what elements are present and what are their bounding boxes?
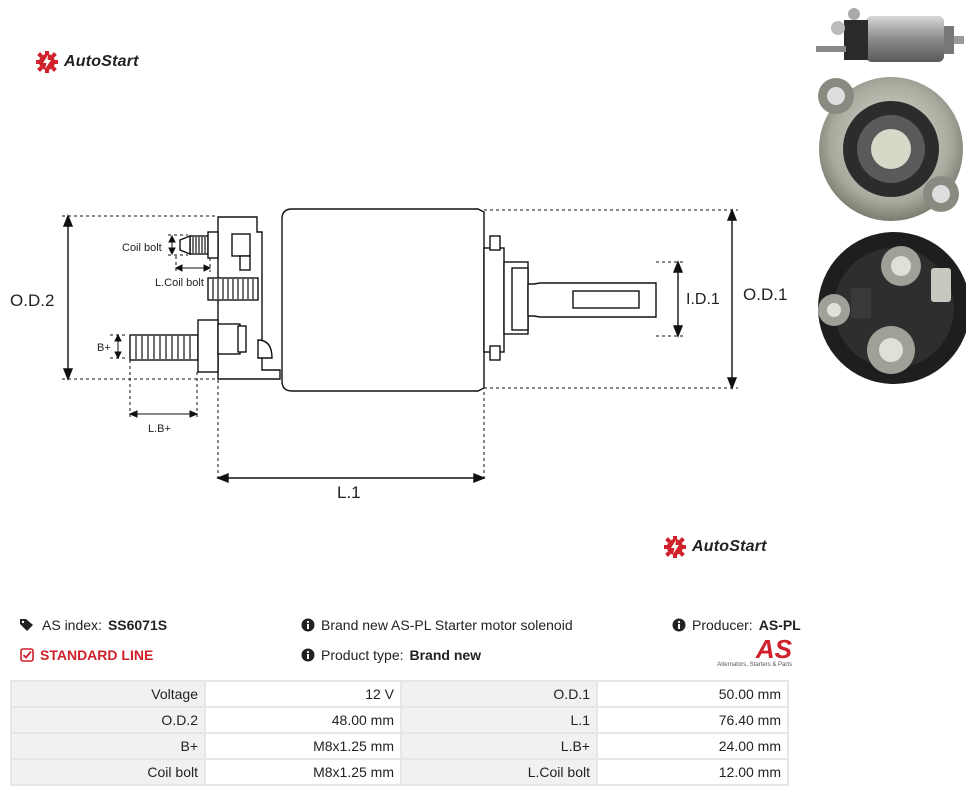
label-od2: O.D.2 — [10, 291, 54, 310]
product-photo-front — [818, 77, 963, 221]
spec-value: M8x1.25 mm — [204, 758, 402, 786]
producer-label: Producer: — [692, 617, 753, 633]
spec-value: 50.00 mm — [596, 680, 789, 708]
specs-table: Voltage 12 V O.D.1 50.00 mm O.D.2 48.00 … — [10, 680, 789, 786]
table-row: O.D.2 48.00 mm L.1 76.40 mm — [10, 706, 789, 734]
gear-logo-icon — [664, 536, 686, 558]
brand-logo: AutoStart — [36, 51, 139, 73]
label-od1: O.D.1 — [743, 285, 787, 304]
info-icon — [301, 648, 315, 662]
table-row: Voltage 12 V O.D.1 50.00 mm — [10, 680, 789, 708]
as-index: AS index: SS6071S — [20, 617, 167, 633]
spec-value: 12.00 mm — [596, 758, 789, 786]
spec-label: O.D.1 — [400, 680, 598, 708]
info-icon — [301, 618, 315, 632]
label-id1: I.D.1 — [686, 291, 720, 308]
spec-value: 24.00 mm — [596, 732, 789, 760]
spec-value: M8x1.25 mm — [204, 732, 402, 760]
description-text: Brand new AS-PL Starter motor solenoid — [321, 617, 573, 633]
producer-logo-mark: AS — [755, 634, 792, 664]
product-photo-side — [816, 8, 964, 62]
producer-value: AS-PL — [758, 617, 801, 633]
tag-icon — [20, 619, 33, 631]
check-square-icon — [20, 648, 34, 662]
spec-label: O.D.2 — [10, 706, 206, 734]
label-l1: L.1 — [337, 483, 361, 502]
brand-logo-bottom: AutoStart — [664, 536, 767, 558]
producer: Producer: AS-PL — [672, 617, 801, 633]
label-coil-bolt: Coil bolt — [122, 242, 162, 254]
as-index-value: SS6071S — [107, 617, 168, 633]
product-line: STANDARD LINE — [20, 647, 153, 663]
table-row: B+ M8x1.25 mm L.B+ 24.00 mm — [10, 732, 789, 760]
producer-logo-tagline: Alternators, Starters & Parts — [717, 662, 792, 668]
label-b-plus: B+ — [97, 342, 111, 354]
brand-logo-text: AutoStart — [64, 53, 139, 70]
info-icon — [672, 618, 686, 632]
spec-label: Voltage — [10, 680, 206, 708]
spec-label: B+ — [10, 732, 206, 760]
gear-logo-icon — [36, 51, 58, 73]
product-photo-back — [818, 232, 966, 384]
product-line-label: STANDARD LINE — [40, 647, 154, 663]
spec-value: 76.40 mm — [596, 706, 789, 734]
spec-label: L.B+ — [400, 732, 598, 760]
spec-label: L.1 — [400, 706, 598, 734]
product-description: Brand new AS-PL Starter motor solenoid — [301, 617, 573, 633]
technical-drawing: Coil bolt L.Coil bolt O.D.2 O.D.1 I.D.1 … — [10, 208, 787, 502]
spec-label: L.Coil bolt — [400, 758, 598, 786]
product-type-value: Brand new — [409, 647, 482, 663]
brand-logo-text: AutoStart — [692, 538, 767, 555]
spec-value: 12 V — [204, 680, 402, 708]
product-type-label: Product type: — [321, 647, 404, 663]
producer-logo: AS Alternators, Starters & Parts — [712, 636, 792, 668]
as-index-label: AS index: — [42, 617, 102, 633]
product-type: Product type: Brand new — [301, 647, 481, 663]
label-lb-plus: L.B+ — [148, 423, 171, 435]
spec-value: 48.00 mm — [204, 706, 402, 734]
spec-label: Coil bolt — [10, 758, 206, 786]
label-l-coil-bolt: L.Coil bolt — [155, 277, 204, 289]
table-row: Coil bolt M8x1.25 mm L.Coil bolt 12.00 m… — [10, 758, 789, 786]
